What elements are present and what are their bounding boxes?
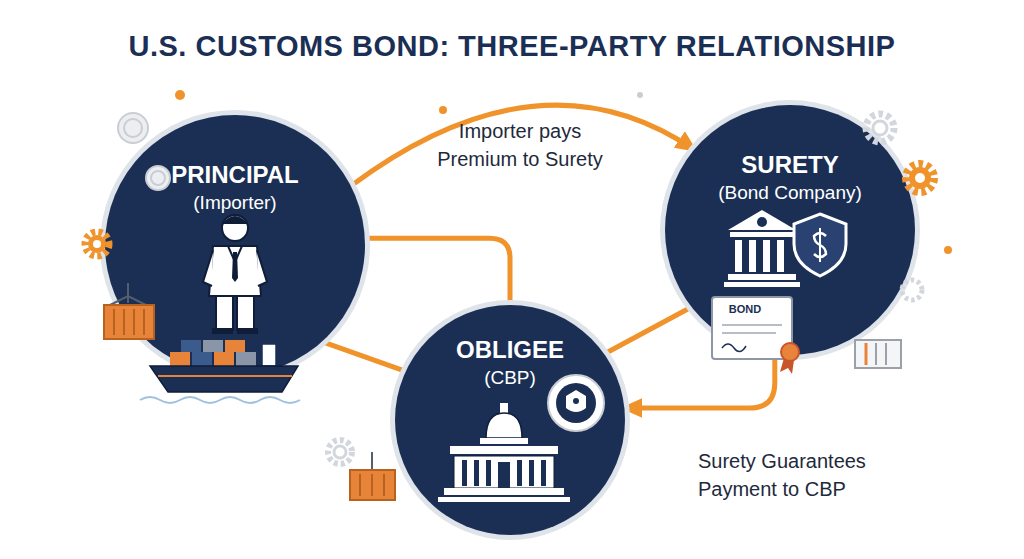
gear-icon-part [88, 235, 106, 253]
gear-icon-part [915, 173, 925, 183]
flow-connector [624, 354, 774, 408]
container-icon-part [371, 452, 373, 470]
container-icon-part [113, 309, 115, 335]
flow-label: Importer pays Premium to Surety [425, 117, 615, 173]
gear-icon-part [873, 121, 887, 135]
accent-dot-part [637, 92, 643, 98]
container-icon-part [371, 474, 373, 496]
party-name: PRINCIPAL [171, 160, 299, 190]
container-icon-part [885, 343, 887, 365]
gear-icon-part [906, 164, 934, 192]
container-icon-part [359, 474, 361, 496]
flow-connector [604, 307, 691, 354]
container-icon-part [855, 340, 901, 368]
gear-icon-part [328, 440, 352, 464]
gear-icon-part [93, 240, 101, 248]
flow-connector [351, 105, 694, 186]
coin-icon-part [118, 113, 148, 143]
accent-dot-part [944, 246, 952, 254]
bond-certificate-part [780, 358, 794, 374]
accent-dot-part [439, 106, 447, 114]
flow-connector [322, 342, 406, 372]
party-role: (CBP) [484, 365, 536, 391]
party-circle: OBLIGEE(CBP) [395, 305, 625, 535]
flow-label: Surety Guarantees Payment to CBP [698, 447, 898, 503]
coin-icon-part [124, 119, 142, 137]
flow-connector [365, 238, 510, 305]
container-icon-part [383, 474, 385, 496]
party-name: SURETY [741, 150, 838, 180]
gear-icon-part [902, 280, 922, 300]
party-role: (Bond Company) [718, 180, 862, 206]
accent-dot-part [175, 90, 185, 100]
diagram-title: U.S. CUSTOMS BOND: THREE-PARTY RELATIONS… [0, 30, 1024, 63]
container-icon-part [350, 470, 395, 500]
gear-icon-part [334, 446, 346, 458]
gear-icon-part [909, 167, 931, 189]
cargo-ship-part [140, 397, 300, 403]
cargo-ship-part [158, 375, 292, 377]
container-icon-part [865, 343, 868, 365]
party-circle: PRINCIPAL(Importer) [105, 115, 365, 375]
party-role: (Importer) [193, 190, 276, 216]
container-icon-part [875, 343, 877, 365]
party-circle: SURETY(Bond Company) [665, 105, 915, 355]
certificate-text: BOND [722, 303, 768, 315]
party-name: OBLIGEE [456, 335, 564, 365]
